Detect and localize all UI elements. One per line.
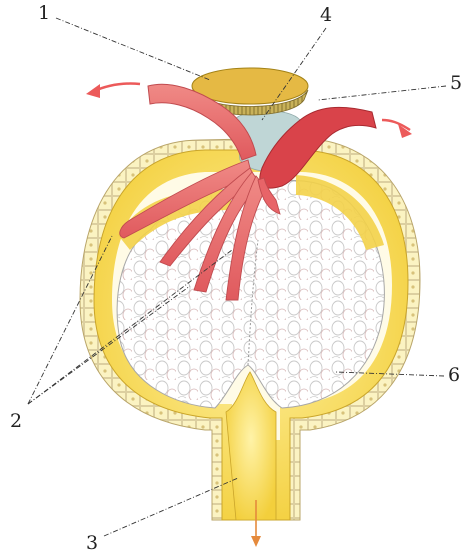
label-5: 5 <box>450 74 462 93</box>
leader-5 <box>318 86 446 100</box>
label-1: 1 <box>38 4 50 23</box>
label-6: 6 <box>448 366 460 385</box>
leader-1 <box>56 18 210 80</box>
label-2: 2 <box>10 412 22 431</box>
efferent-flow-arrowhead <box>86 84 100 98</box>
filtrate-flow-arrowhead <box>251 536 261 547</box>
label-4: 4 <box>320 6 332 25</box>
label-3: 3 <box>86 534 98 553</box>
afferent-flow-arrow <box>382 120 410 130</box>
